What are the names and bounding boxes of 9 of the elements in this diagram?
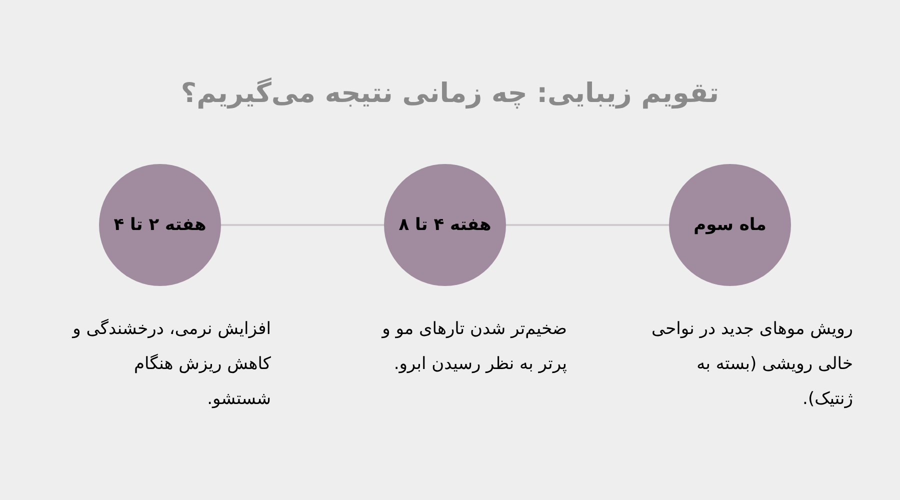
description-text: ضخیم‌تر شدن تارهای مو و پرتر به نظر رسیدن ابرو. [380,318,567,376]
connector-line [221,224,384,226]
title: تقویم زیبایی: چه زمانی نتیجه می‌گیریم؟ [180,78,720,109]
connector-line [506,224,669,226]
description-text: رویش موهای جدید در نواحی خالی رویشی (بسته به ژنتیک). [650,318,853,411]
stage-label: ماه سوم [694,215,766,235]
stage-label: هفته ۲ تا ۴ [114,215,206,235]
stage-label: هفته ۴ تا ۸ [398,215,492,235]
description-text: افزایش نرمی، درخشندگی و کاهش ریزش هنگام شستشو. [70,318,271,411]
